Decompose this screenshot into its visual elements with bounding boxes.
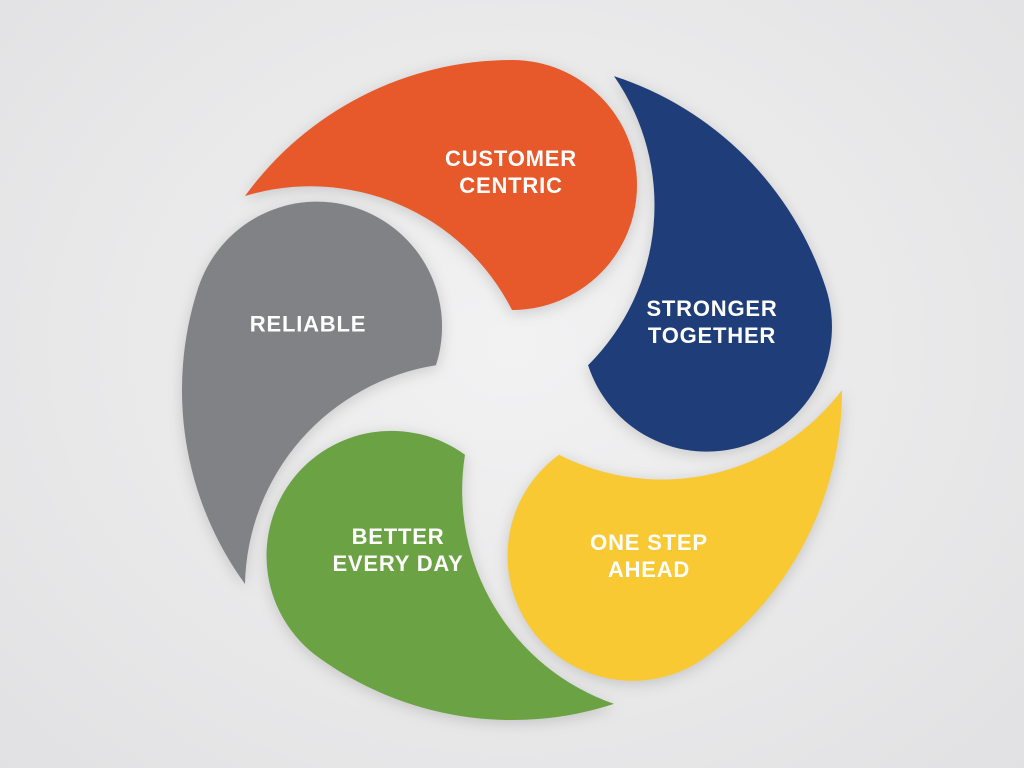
petal-ring [115,34,922,768]
label-stronger-together: STRONGER TOGETHER [646,296,778,348]
label-better-every-day: BETTER EVERY DAY [332,524,464,576]
label-customer-centric: CUSTOMER CENTRIC [445,146,577,198]
label-reliable: RELIABLE [249,311,367,337]
label-one-step-ahead: ONE STEP AHEAD [590,530,708,582]
